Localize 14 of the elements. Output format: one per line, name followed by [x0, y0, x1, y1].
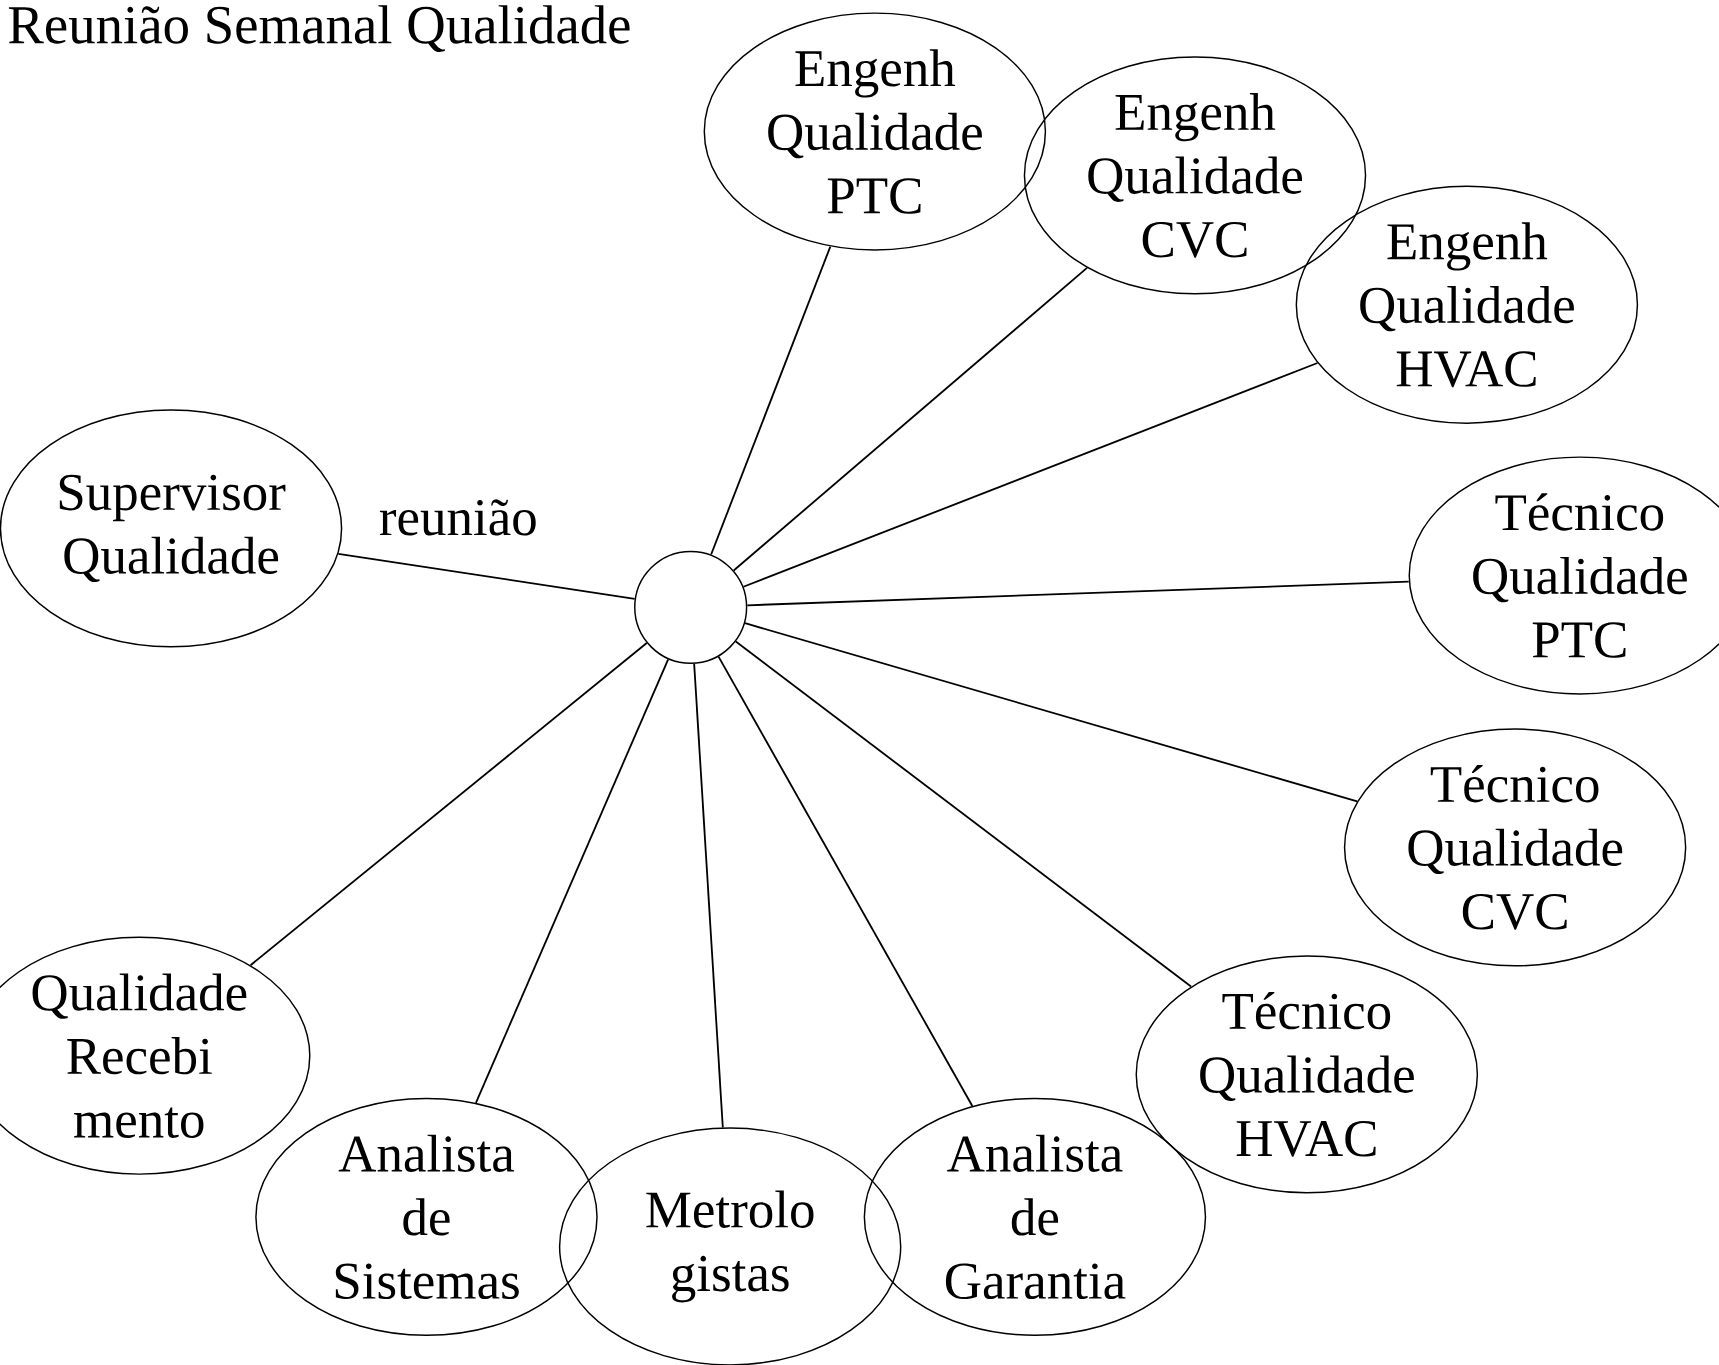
edge-label: reunião: [375, 495, 542, 540]
connector-line: [746, 580, 1410, 607]
title: Reunião Semanal Qualidade: [8, 5, 630, 53]
connector-line: [717, 655, 974, 1107]
connector-line: [475, 658, 670, 1104]
connector-line: [693, 663, 724, 1129]
connector-line: [744, 622, 1359, 803]
connector-line: [732, 267, 1088, 572]
hub-circle: [634, 550, 748, 665]
connector-line: [337, 552, 636, 600]
connector-line: [710, 245, 832, 556]
connector-line: [742, 362, 1319, 588]
connector-line: [734, 640, 1192, 988]
connector-line: [249, 642, 648, 967]
